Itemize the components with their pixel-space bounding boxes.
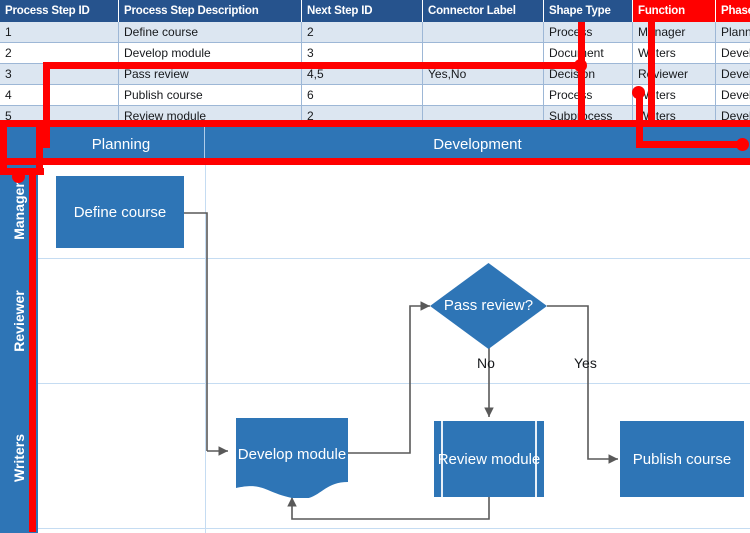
cell-phase[interactable]: Planning (716, 22, 750, 43)
annotation-phase-drop-h (636, 141, 744, 148)
cell-phase[interactable]: Development (716, 64, 750, 85)
annotation-dot-lane (12, 170, 25, 183)
annotation-top-horizontal (43, 62, 583, 69)
annotation-function-column-line (578, 22, 585, 126)
column-header-connector-label[interactable]: Connector Label (423, 0, 544, 22)
swimlane-diagram-canvas: Manager Reviewer Writers (0, 162, 750, 533)
cell-function[interactable]: Writers (633, 85, 716, 106)
cell-next-step[interactable]: 6 (302, 85, 423, 106)
cell-step-id[interactable]: 1 (0, 22, 119, 43)
table-row[interactable]: 1 Define course 2 Process Manager Planni… (0, 22, 750, 43)
connector-label-yes: Yes (574, 355, 597, 371)
lane-body-reviewer (38, 258, 750, 384)
annotation-dot-phase-band (736, 138, 749, 151)
shape-label-review-module: Review module (438, 450, 541, 469)
cell-description[interactable]: Develop module (119, 43, 302, 64)
lane-label-manager: Manager (11, 182, 27, 240)
shape-label-publish-course: Publish course (633, 450, 731, 469)
shape-review-module[interactable]: Review module (434, 421, 544, 497)
cell-next-step[interactable]: 2 (302, 22, 423, 43)
cell-shape-type[interactable]: Process (544, 22, 633, 43)
cell-step-id[interactable]: 4 (0, 85, 119, 106)
column-header-shape-type[interactable]: Shape Type (544, 0, 633, 22)
shape-label-pass-review: Pass review? (430, 263, 547, 349)
cell-shape-type[interactable]: Process (544, 85, 633, 106)
cell-next-step[interactable]: 3 (302, 43, 423, 64)
connector-label-no: No (477, 355, 495, 371)
table-header-row: Process Step ID Process Step Description… (0, 0, 750, 22)
cell-shape-type[interactable]: Document (544, 43, 633, 64)
annotation-lane-corner-v2 (36, 120, 43, 175)
column-header-phase[interactable]: Phase (716, 0, 750, 22)
cell-description[interactable]: Publish course (119, 85, 302, 106)
lane-label-reviewer: Reviewer (11, 290, 27, 351)
lane-label-writers: Writers (11, 434, 27, 482)
column-header-function[interactable]: Function (633, 0, 716, 22)
shape-define-course[interactable]: Define course (56, 176, 184, 248)
cell-connector-label[interactable] (423, 85, 544, 106)
shape-publish-course[interactable]: Publish course (620, 421, 744, 497)
cell-function[interactable]: Reviewer (633, 64, 716, 85)
column-header-process-step-description[interactable]: Process Step Description (119, 0, 302, 22)
cell-phase[interactable]: Development (716, 85, 750, 106)
cell-phase[interactable]: Development (716, 43, 750, 64)
annotation-band-bottom-line (0, 158, 750, 165)
shape-label-define-course: Define course (74, 203, 167, 222)
phase-divider-line (205, 163, 206, 533)
cell-connector-label[interactable] (423, 22, 544, 43)
annotation-lane-vertical (29, 168, 36, 532)
cell-step-id[interactable]: 2 (0, 43, 119, 64)
cell-function[interactable]: Manager (633, 22, 716, 43)
shape-label-develop-module: Develop module (238, 445, 346, 464)
table-row[interactable]: 2 Develop module 3 Document Writers Deve… (0, 43, 750, 64)
cell-connector-label[interactable] (423, 43, 544, 64)
column-header-process-step-id[interactable]: Process Step ID (0, 0, 119, 22)
phase-header-planning[interactable]: Planning (38, 126, 205, 162)
annotation-dot-phase (632, 86, 645, 99)
annotation-left-vertical (43, 62, 50, 148)
shape-pass-review[interactable]: Pass review? (430, 263, 547, 349)
column-header-next-step-id[interactable]: Next Step ID (302, 0, 423, 22)
annotation-lane-corner-v (0, 120, 7, 175)
shape-develop-module[interactable]: Develop module (236, 418, 348, 498)
cell-function[interactable]: Writers (633, 43, 716, 64)
annotation-phase-column-line (648, 22, 655, 126)
cell-description[interactable]: Define course (119, 22, 302, 43)
